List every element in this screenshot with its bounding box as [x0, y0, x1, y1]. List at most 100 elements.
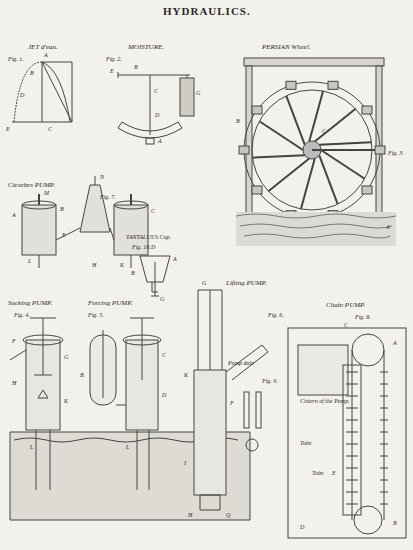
stroke [319, 155, 337, 204]
tantalus-cup [140, 256, 170, 296]
stroke [380, 444, 388, 445]
bucket [328, 81, 338, 89]
bucket [286, 81, 296, 89]
callout-letter: Q [226, 512, 230, 518]
stroke [380, 504, 388, 505]
figure-label: Fig. 1. [8, 56, 24, 62]
callout-letter: A [44, 52, 48, 58]
callout-letter: C [322, 128, 326, 134]
stroke [346, 432, 358, 433]
callout-letter: D [20, 92, 24, 98]
callout-letter: L [30, 444, 33, 450]
figure-label: Forcing PUMP. [88, 300, 132, 307]
figure-label: Pump dale [228, 360, 254, 366]
stroke [286, 96, 304, 145]
stroke [346, 384, 358, 385]
figure-label: Fig. 4. [14, 312, 30, 318]
callout-letter: G [64, 354, 68, 360]
bucket [252, 186, 262, 194]
callout-letter: A [393, 340, 397, 346]
callout-letter: C [151, 208, 155, 214]
callout-letter: C [162, 352, 166, 358]
stroke [268, 159, 309, 192]
stroke [309, 91, 323, 141]
callout-letter: C [344, 322, 348, 328]
stroke [380, 408, 388, 409]
figure-label: Fig. 8. [355, 314, 371, 320]
figure-label: Cistern of the Pump. [300, 398, 350, 404]
callout-letter: B [131, 270, 135, 276]
figure-label: Fig. 6. [268, 312, 284, 318]
figure-label: Tube [312, 470, 324, 476]
bucket [239, 146, 249, 154]
bucket [362, 186, 372, 194]
callout-letter: G [196, 90, 200, 96]
stroke [380, 468, 388, 469]
callout-letter: I [184, 460, 186, 466]
stroke [346, 456, 358, 457]
callout-letter: K [184, 372, 188, 378]
callout-letter: B [60, 206, 64, 212]
figure-label: Fig. 7. [100, 194, 116, 200]
callout-letter: E [62, 232, 66, 238]
callout-letter: G [202, 280, 206, 286]
stroke [380, 396, 388, 397]
bucket [375, 146, 385, 154]
figure-label: JET d'eau. [28, 44, 58, 51]
callout-letter: B [80, 372, 84, 378]
figure-label: Chain PUMP. [326, 302, 365, 309]
pump-parts [244, 392, 261, 451]
stroke [380, 492, 388, 493]
callout-letter: G [160, 296, 164, 302]
callout-letter: A [173, 256, 177, 262]
callout-letter: H [188, 512, 192, 518]
ctesebes-pump [22, 176, 148, 268]
figure-label: Fig. 9. [262, 378, 278, 384]
figure-label: Fig. 5. [88, 312, 104, 318]
stroke [346, 444, 358, 445]
stroke [380, 432, 388, 433]
forcing-pump [90, 318, 161, 490]
callout-letter: D [155, 112, 159, 118]
callout-letter: K [120, 262, 124, 268]
figure-label: TANTALUS'S Cup. [126, 234, 171, 240]
stroke [346, 480, 358, 481]
figure-label: Ctesebes PUMP. [8, 182, 55, 189]
figure-label: Fig. 10. [132, 244, 151, 250]
callout-letter: E [110, 68, 114, 74]
sucking-pump [10, 318, 63, 490]
callout-letter: A [12, 212, 16, 218]
stroke [301, 159, 315, 209]
callout-letter: B [236, 118, 240, 124]
stroke [346, 372, 358, 373]
callout-letter: B [393, 520, 397, 526]
callout-letter: F [230, 400, 234, 406]
figure-label: PERSIAN Wheel. [262, 44, 311, 51]
stroke [346, 420, 358, 421]
stroke [346, 504, 358, 505]
callout-letter: B [134, 64, 138, 70]
lifting-pump [194, 290, 268, 510]
stroke [380, 456, 388, 457]
stroke [252, 155, 304, 157]
callout-letter: L [126, 444, 129, 450]
stroke [346, 468, 358, 469]
stroke [319, 142, 371, 144]
stroke [380, 420, 388, 421]
stroke [315, 109, 356, 142]
callout-letter: M [44, 190, 49, 196]
stroke [380, 480, 388, 481]
callout-letter: A [158, 138, 162, 144]
stroke [346, 408, 358, 409]
callout-letter: K [64, 398, 68, 404]
callout-letter: F [12, 338, 16, 344]
callout-letter: D [151, 244, 155, 250]
figure-label: MOISTURE. [128, 44, 164, 51]
figure-label: Lifting PUMP. [226, 280, 267, 287]
figure-label: Tube [300, 440, 312, 446]
bucket [362, 106, 372, 114]
callout-letter: A [386, 224, 390, 230]
callout-letter: H [12, 380, 16, 386]
callout-letter: E [6, 126, 10, 132]
